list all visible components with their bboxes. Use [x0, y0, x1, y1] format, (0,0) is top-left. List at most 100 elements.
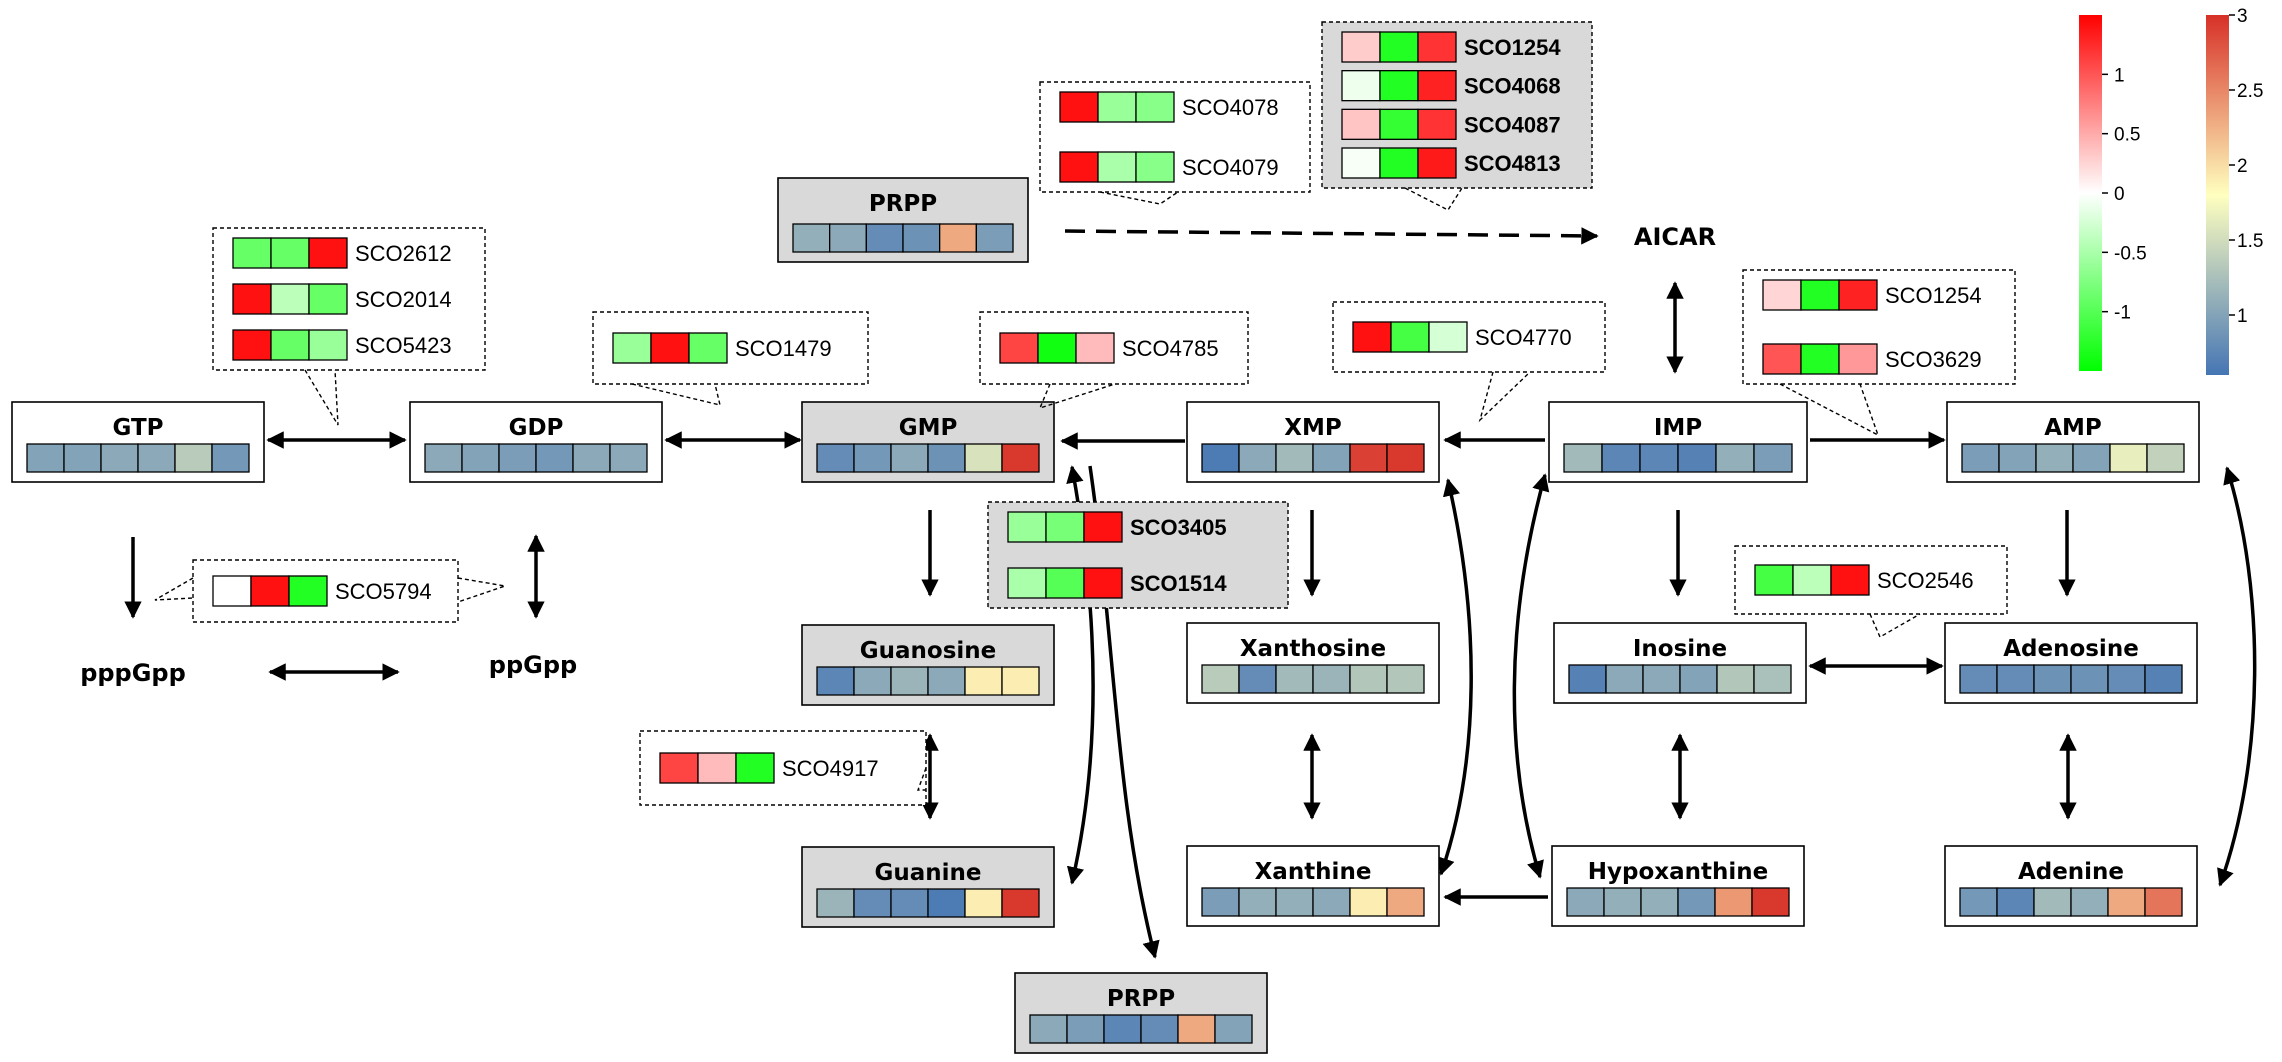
metabolite-name: Xanthine: [1255, 859, 1372, 885]
metabolite-heat-cell: [975, 223, 1014, 253]
metabolite-heat-cell: [816, 888, 855, 918]
metabolite-name: XMP: [1284, 415, 1341, 441]
gene-label: SCO4079: [1182, 155, 1279, 180]
metabolite-heat-cell: [1349, 887, 1388, 917]
metabolite-heat-cell: [1603, 887, 1642, 917]
metabolite-box-adenine: Adenine: [1944, 845, 2198, 927]
gene-heat-cell: [1762, 343, 1802, 375]
metabolite-heat-cell: [964, 666, 1003, 696]
gene-row-sco4785: SCO4785: [999, 332, 1219, 364]
gene-label: SCO4770: [1475, 325, 1572, 350]
metabolite-heat-cell: [1386, 664, 1425, 694]
gene-heat-cell: [1379, 70, 1419, 102]
metabolite-heat-cell: [1961, 443, 2000, 473]
gene-heat-cell: [1417, 70, 1457, 102]
gene-row-sco5794: SCO5794: [212, 575, 432, 607]
metabolite-name: Xanthosine: [1240, 636, 1386, 662]
gene-callout-pointer: [457, 577, 506, 603]
metabolite-heat-cell: [927, 888, 966, 918]
metabolite-heat-cell: [63, 443, 102, 473]
metabolite-heat-cell: [424, 443, 463, 473]
metabolite-heat-cell: [1103, 1014, 1142, 1044]
metabolite-box-xmp: XMP: [1186, 401, 1440, 483]
gene-heat-cell: [232, 329, 272, 361]
gene-heat-cell: [1097, 91, 1137, 123]
gene-heat-cell: [1007, 567, 1047, 599]
gene-callout-sco5794: SCO5794: [154, 559, 506, 623]
metabolite-heat-cell: [2033, 664, 2072, 694]
metabolite-heat-cell: [2107, 664, 2146, 694]
metabolite-heat-cell: [1275, 887, 1314, 917]
gene-heat-cell: [1352, 321, 1392, 353]
metabolite-heat-cell: [100, 443, 139, 473]
gene-heat-cell: [1341, 70, 1381, 102]
gene-heat-cell: [1097, 151, 1137, 183]
metabolite-heat-cell: [137, 443, 176, 473]
metabolite-heat-cell: [890, 666, 929, 696]
metabolite-heat-cell: [26, 443, 65, 473]
gene-callout-sco4770: SCO4770: [1332, 301, 1606, 423]
gene-heat-cell: [1800, 279, 1840, 311]
gene-row-sco1479: SCO1479: [612, 332, 832, 364]
gene-label: SCO4087: [1464, 112, 1561, 137]
gene-callout-pointer: [1404, 187, 1463, 211]
metabolite-heat-cell: [890, 443, 929, 473]
gene-heat-cell: [212, 575, 252, 607]
gene-row-sco2014: SCO2014: [232, 283, 452, 315]
metabolite-heat-cell: [1201, 664, 1240, 694]
metabolite-heat-cell: [853, 888, 892, 918]
metabolite-box-adenosine: Adenosine: [1944, 622, 2198, 704]
gene-label: SCO4785: [1122, 336, 1219, 361]
gene-row-sco1254: SCO1254: [1341, 31, 1561, 63]
metabolite-heat-cell: [1275, 664, 1314, 694]
gene-label: SCO2014: [355, 287, 452, 312]
gene-callout-pointer: [1869, 613, 1921, 638]
metabolite-label-pppgpp: pppGpp: [80, 659, 186, 687]
gene-callout-pointer: [154, 577, 194, 601]
metabolite-heat-cell: [1001, 443, 1040, 473]
metabolite-heat-cell: [1312, 443, 1351, 473]
metabolite-heat-cell: [1349, 664, 1388, 694]
gene-heat-cell: [1341, 147, 1381, 179]
metabolite-scale-tick-label: 3: [2237, 6, 2248, 27]
gene-callout-sco2546: SCO2546: [1734, 545, 2008, 638]
free-labels: AICAR pppGpp ppGpp: [80, 223, 1716, 687]
gene-label: SCO2612: [355, 241, 452, 266]
gene-heat-cell: [270, 237, 310, 269]
expression-scale-tick-label: 0: [2114, 184, 2125, 205]
metabolite-name: PRPP: [1107, 986, 1175, 1012]
metabolite-scale-tick-label: 2: [2237, 156, 2248, 177]
gene-label: SCO2546: [1877, 568, 1974, 593]
gene-heat-cell: [1838, 279, 1878, 311]
metabolite-heat-cell: [1753, 664, 1792, 694]
gene-label: SCO5423: [355, 333, 452, 358]
gene-heat-cell: [232, 237, 272, 269]
metabolite-name: GDP: [509, 415, 564, 441]
metabolite-heat-cell: [1201, 443, 1240, 473]
metabolite-heat-cell: [1715, 443, 1755, 473]
gene-heat-cell: [1792, 564, 1832, 596]
metabolite-name: AMP: [2044, 415, 2102, 441]
metabolite-name: IMP: [1654, 415, 1702, 441]
gene-row-sco4813: SCO4813: [1341, 147, 1561, 179]
gene-row-sco1254: SCO1254: [1762, 279, 1982, 311]
metabolite-label-ppgpp: ppGpp: [489, 651, 577, 679]
gene-heat-cell: [1135, 151, 1175, 183]
gene-label: SCO1514: [1130, 571, 1227, 596]
gene-callout-pointer: [304, 369, 339, 426]
metabolite-heat-cell: [211, 443, 250, 473]
gene-row-sco1514: SCO1514: [1007, 567, 1227, 599]
gene-heat-cell: [1390, 321, 1430, 353]
arrow-amp-adenine-curve: [2217, 466, 2257, 887]
metabolite-heat-cell: [816, 666, 855, 696]
metabolite-heat-cell: [1716, 664, 1755, 694]
metabolite-heat-cell: [1639, 443, 1679, 473]
metabolite-heat-cell: [2144, 664, 2183, 694]
gene-row-sco2612: SCO2612: [232, 237, 452, 269]
metabolite-heat-cell: [1214, 1014, 1253, 1044]
gene-label: SCO4917: [782, 756, 879, 781]
